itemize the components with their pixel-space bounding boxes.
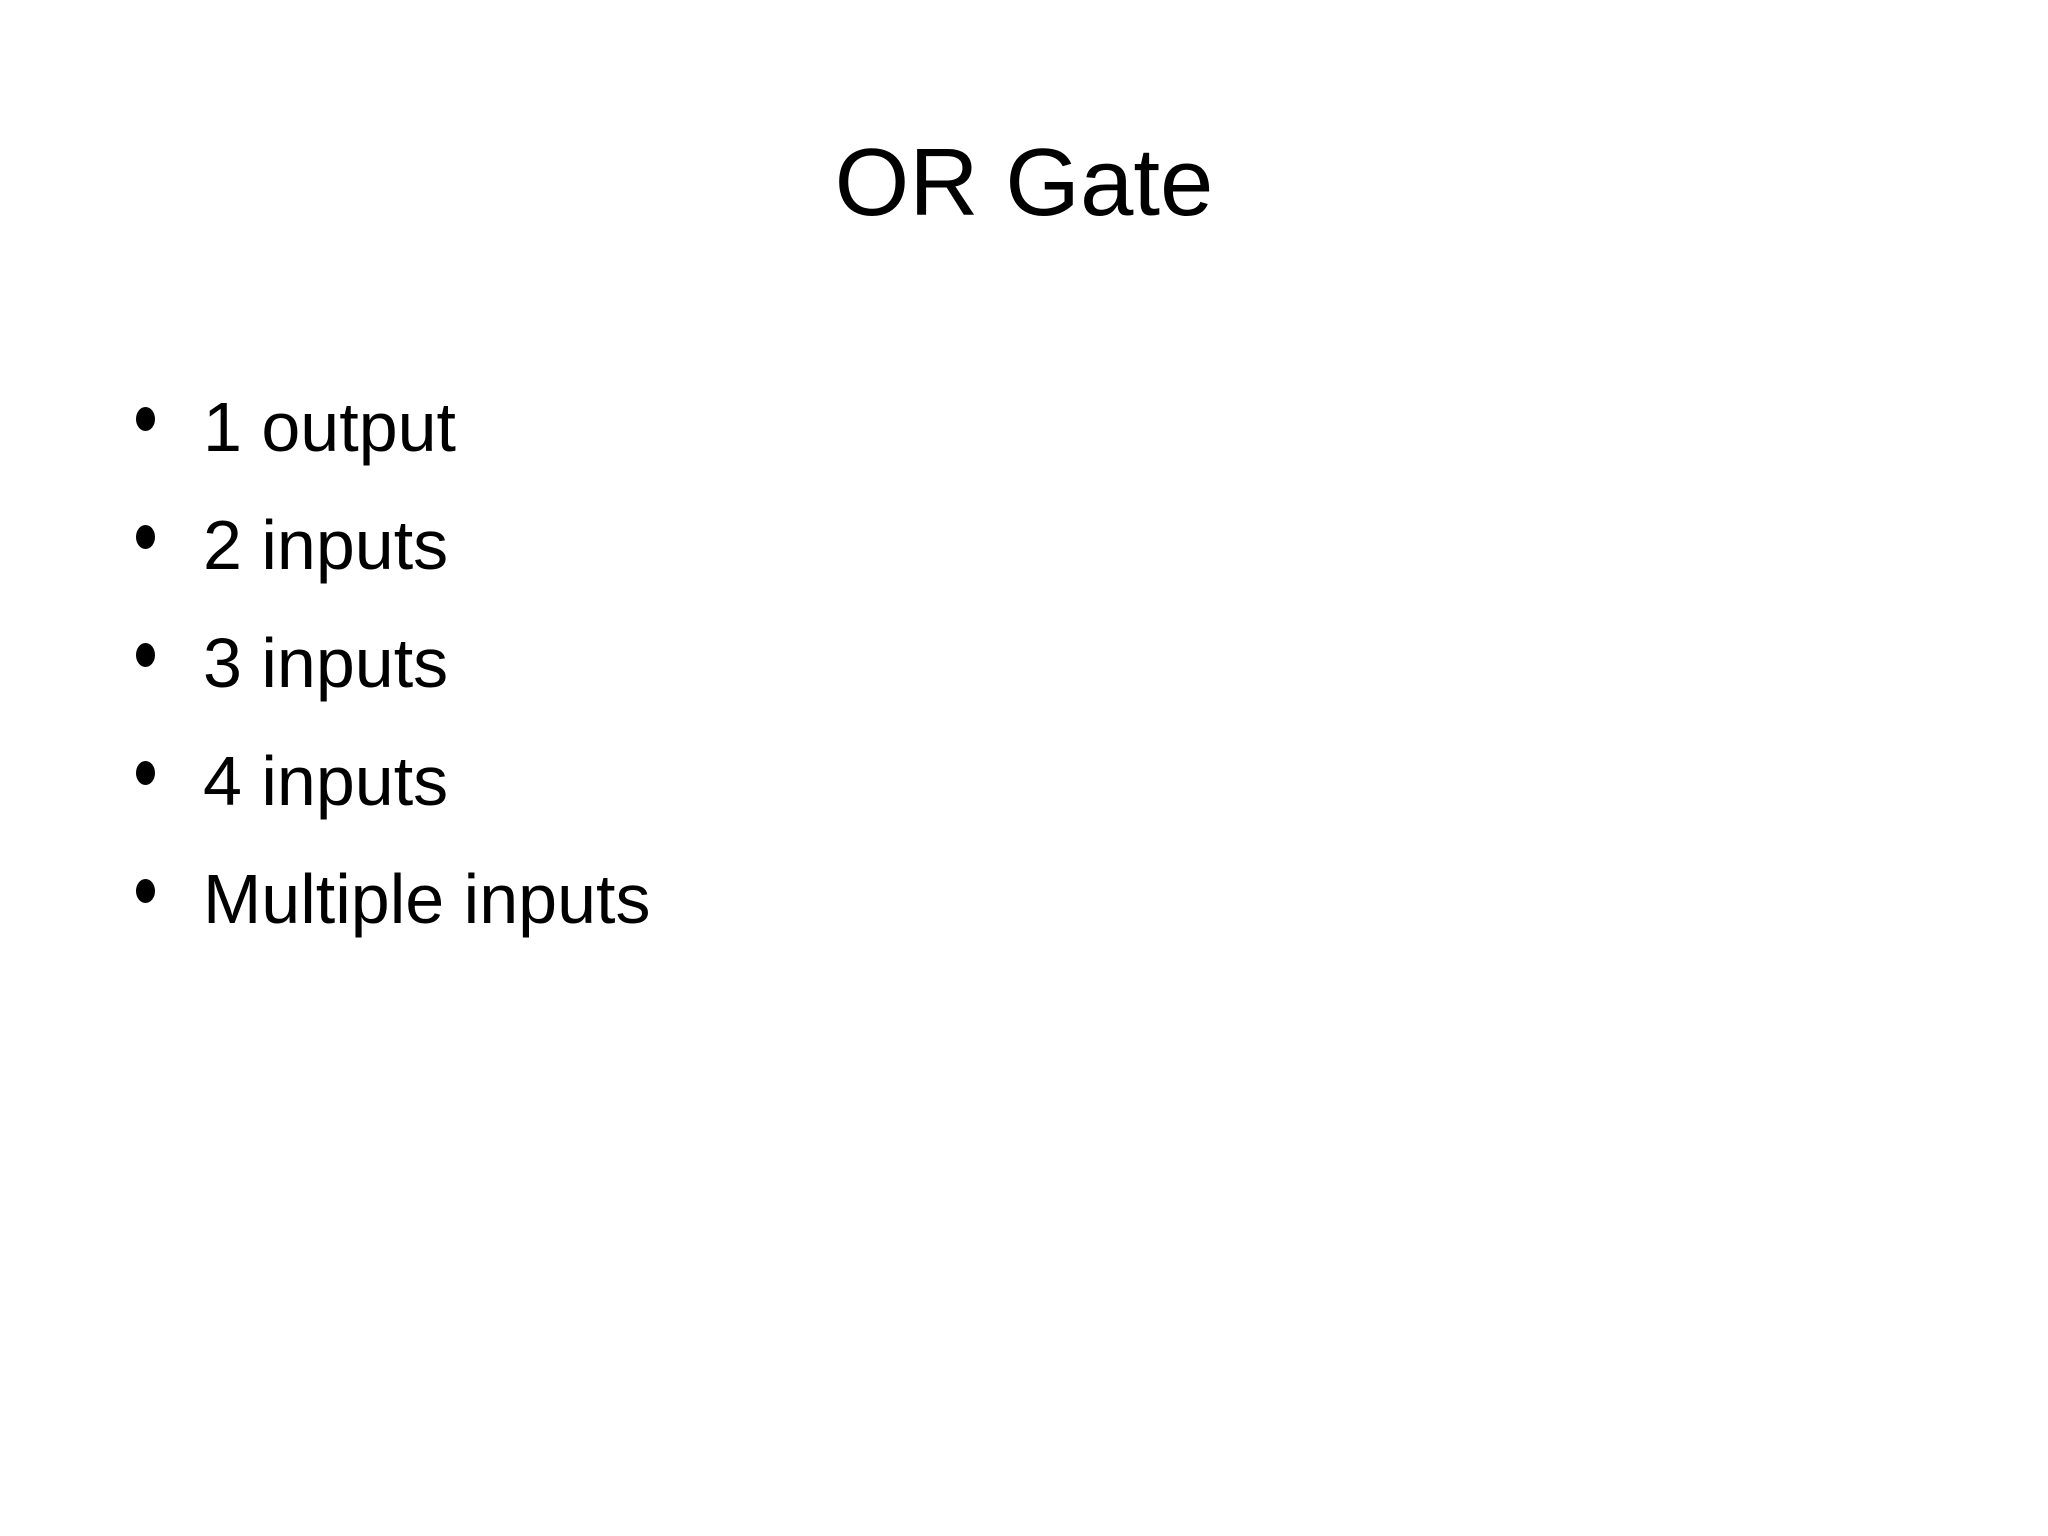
bullet-item-4-inputs: 4 inputs <box>128 722 650 840</box>
bullet-dot-icon <box>136 407 155 431</box>
bullet-text: 2 inputs <box>203 506 449 584</box>
bullet-dot-icon <box>136 761 155 785</box>
bullet-item-multiple-inputs: Multiple inputs <box>128 840 650 958</box>
bullet-dot-icon <box>136 643 155 667</box>
bullet-text: 4 inputs <box>203 742 449 820</box>
bullet-item-1-output: 1 output <box>128 368 650 486</box>
bullet-dot-icon <box>136 525 155 549</box>
bullet-text: 3 inputs <box>203 624 449 702</box>
slide-title: OR Gate <box>834 129 1214 236</box>
bullet-item-2-inputs: 2 inputs <box>128 486 650 604</box>
bullet-dot-icon <box>136 879 155 903</box>
bullet-text: 1 output <box>203 388 456 466</box>
bullet-list: 1 output 2 inputs 3 inputs 4 inputs Mult… <box>128 368 650 958</box>
bullet-text: Multiple inputs <box>203 860 651 938</box>
bullet-item-3-inputs: 3 inputs <box>128 604 650 722</box>
